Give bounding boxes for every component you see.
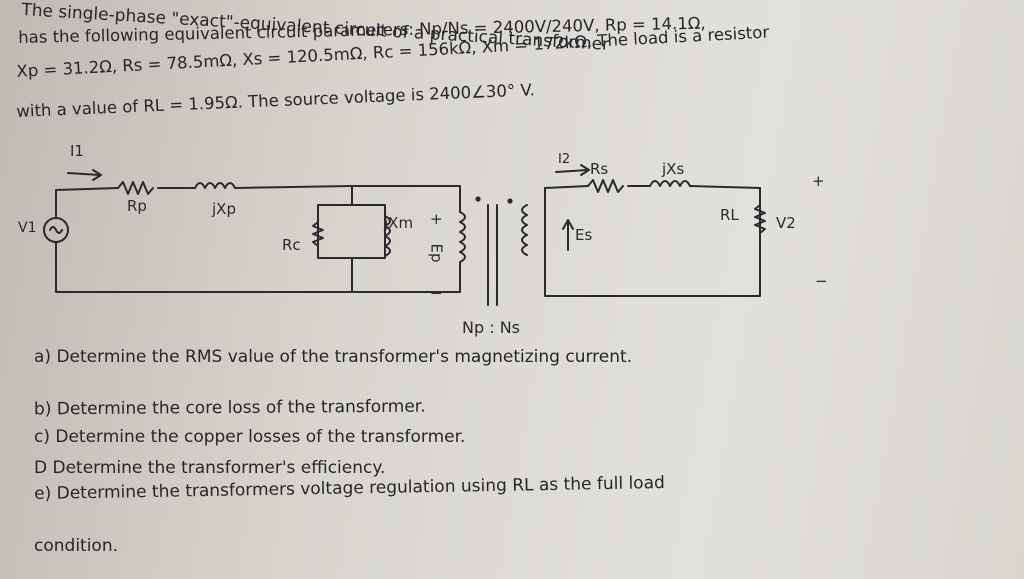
primary-winding [459, 211, 466, 263]
label-i1: I1 [70, 142, 84, 160]
question-b: b) Determine the core loss of the transf… [33, 396, 426, 420]
label-ep-minus: − [430, 284, 443, 302]
label-jxp: jXp [212, 200, 236, 218]
label-rc: Rc [282, 236, 301, 254]
label-turns-ratio: Np : Ns [462, 318, 520, 337]
label-ep-plus: + [430, 210, 443, 228]
rs-resistor [587, 179, 624, 193]
question-a: a) Determine the RMS value of the transf… [34, 347, 633, 367]
secondary-winding [521, 204, 528, 256]
secondary-loop [544, 187, 761, 297]
label-rl: RL [720, 206, 739, 224]
shunt-branch-box [317, 204, 386, 259]
current-arrowhead-i1 [92, 169, 102, 181]
label-jxs: jXs [662, 160, 685, 178]
primary-top-wire-left [55, 187, 119, 219]
label-v2: V2 [776, 214, 796, 232]
label-jxm: jXm [384, 214, 414, 232]
xm-inductor [384, 215, 391, 257]
label-v1: V1 [18, 220, 37, 236]
question-d: D Determine the transformer's efficiency… [34, 458, 386, 478]
rp-resistor [117, 181, 154, 195]
label-v2-minus: − [815, 272, 828, 290]
label-rp: Rp [127, 197, 147, 215]
label-ep: Ep [427, 243, 446, 263]
label-es: Es [575, 226, 593, 244]
question-e-continued: condition. [34, 536, 119, 556]
primary-top-wire-right [234, 185, 461, 189]
secondary-polarity-dot [507, 198, 513, 204]
rl-resistor [754, 204, 766, 234]
current-arrow-i2 [555, 169, 589, 173]
question-c: c) Determine the copper losses of the tr… [34, 427, 466, 447]
xp-inductor [194, 182, 236, 189]
label-i2: I2 [558, 152, 571, 167]
primary-polarity-dot [475, 196, 481, 202]
xs-inductor [649, 180, 691, 187]
current-arrow-i1 [67, 172, 101, 176]
label-v2-plus: + [812, 172, 825, 190]
primary-bottom-wire [55, 241, 461, 293]
rc-resistor [312, 221, 324, 247]
label-rs: Rs [590, 160, 609, 178]
